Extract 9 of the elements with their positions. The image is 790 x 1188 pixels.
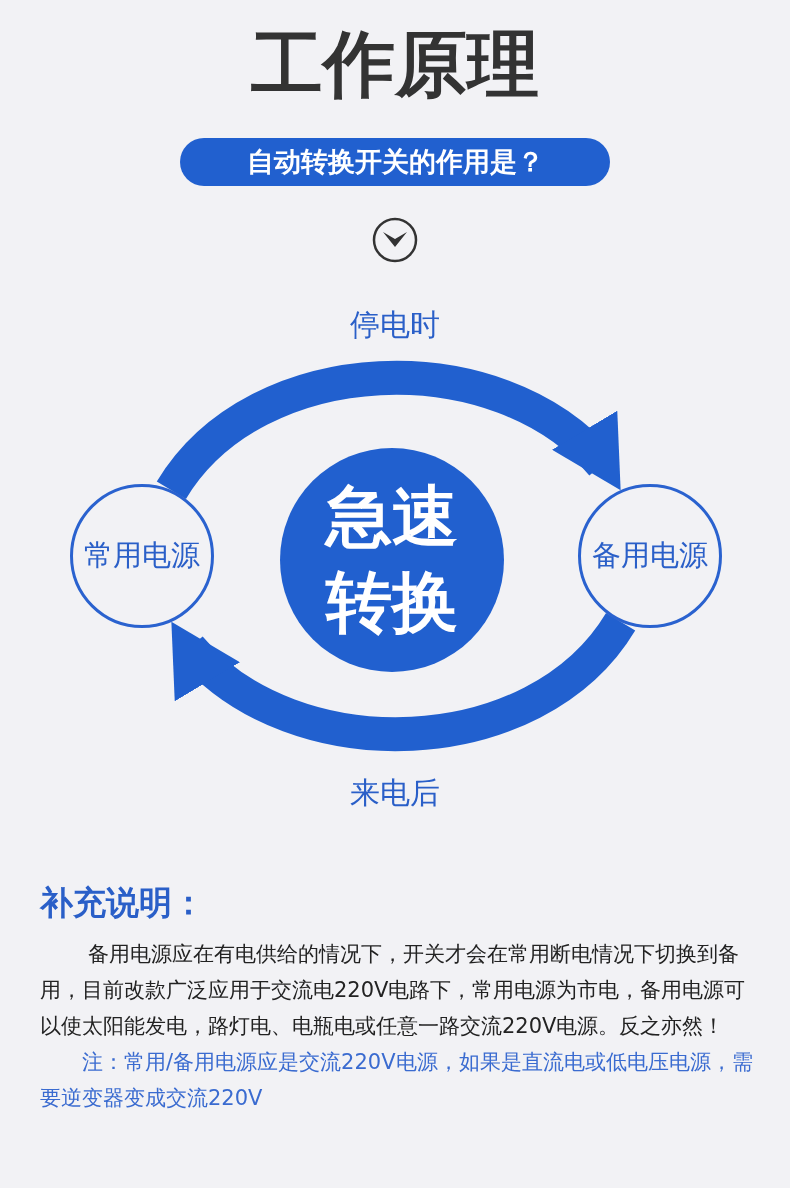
question-pill [180,138,610,186]
section-heading: 补充说明： [40,882,206,924]
node-text: 常用电源 [84,537,200,575]
description-paragraph: 备用电源应在有电供给的情况下，开关才会在常用断电情况下切换到备用，目前改款广泛应用于交流电220V电路下，常用电源为市电，备用电源可以使太阳能发电，路灯电、电瓶电或任意一路交流220V电源。反之亦然！ [40,940,747,1040]
note-paragraph: 注：常用/备用电源应是交流220V电源，如果是直流电或低电压电源，需要逆变器变成交流220V [40,1048,754,1112]
node-text: 急速转换 [323,477,459,643]
title: 工作原理 [250,28,540,100]
node-text: 自动转换开关的作用是？ [246,144,544,179]
node-text: 备用电源 [592,537,708,575]
